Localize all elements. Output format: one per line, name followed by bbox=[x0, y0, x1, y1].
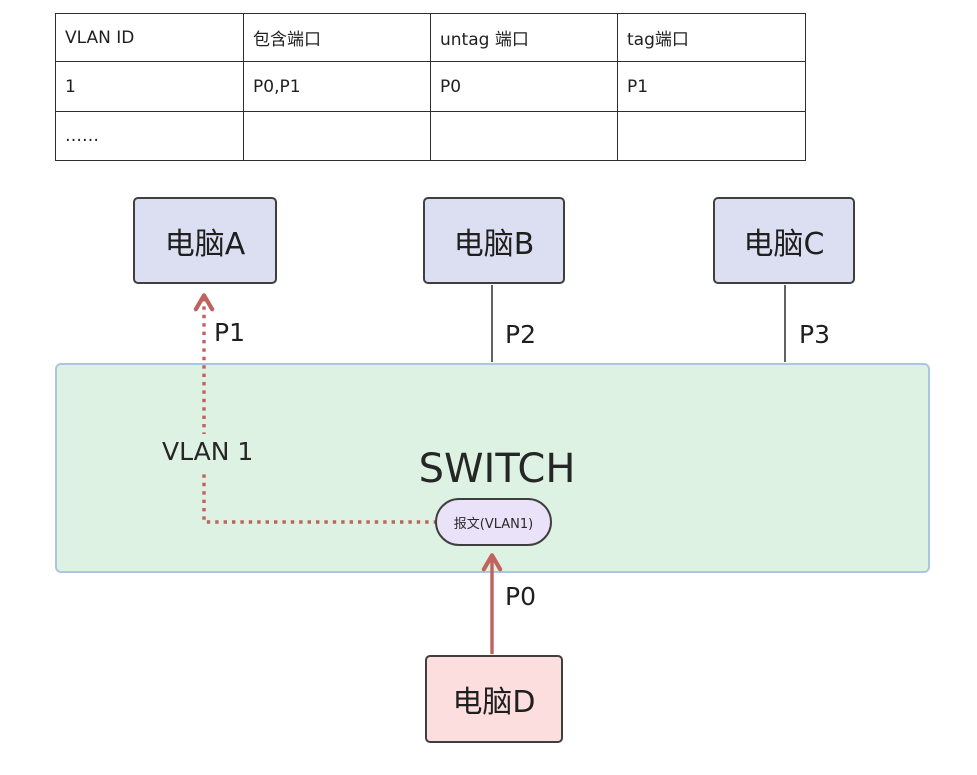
vlan1-label: VLAN 1 bbox=[154, 434, 262, 472]
table-cell-empty bbox=[430, 111, 618, 161]
node-computer-a: 电脑A bbox=[133, 197, 277, 284]
port-label-p3: P3 bbox=[799, 320, 830, 349]
table-header-vlan-id: VLAN ID bbox=[55, 13, 244, 62]
node-computer-b: 电脑B bbox=[423, 197, 565, 284]
node-computer-d: 电脑D bbox=[425, 655, 563, 743]
port-label-p2: P2 bbox=[505, 320, 536, 349]
table-cell-untag-ports: P0 bbox=[430, 61, 618, 112]
table-cell-ellipsis: …… bbox=[55, 111, 244, 161]
table-cell-empty bbox=[243, 111, 431, 161]
port-label-p0: P0 bbox=[505, 582, 536, 611]
table-cell-tag-ports: P1 bbox=[617, 61, 806, 112]
table-cell-empty bbox=[617, 111, 806, 161]
port-label-p1: P1 bbox=[214, 318, 245, 347]
table-cell-included-ports: P0,P1 bbox=[243, 61, 431, 112]
table-cell-vlan-id: 1 bbox=[55, 61, 244, 112]
node-computer-d-label: 电脑D bbox=[452, 685, 536, 720]
node-computer-c: 电脑C bbox=[713, 197, 855, 284]
table-row: 1 P0,P1 P0 P1 bbox=[55, 61, 806, 112]
table-header-untag-ports: untag 端口 bbox=[430, 13, 618, 62]
packet-vlan1-pill-label: 报文(VLAN1) bbox=[453, 516, 534, 532]
table-header-tag-ports: tag端口 bbox=[617, 13, 806, 62]
table-header-included-ports: 包含端口 bbox=[243, 13, 431, 62]
packet-vlan1-pill: 报文(VLAN1) bbox=[435, 498, 552, 546]
table-row: …… bbox=[55, 111, 806, 161]
table-header-row: VLAN ID 包含端口 untag 端口 tag端口 bbox=[55, 13, 806, 62]
node-computer-b-label: 电脑B bbox=[453, 226, 535, 262]
node-computer-a-label: 电脑A bbox=[164, 226, 246, 262]
switch-title: SWITCH bbox=[418, 446, 576, 492]
node-computer-c-label: 电脑C bbox=[743, 226, 825, 262]
vlan-config-table: VLAN ID 包含端口 untag 端口 tag端口 1 P0,P1 P0 P… bbox=[55, 13, 806, 161]
